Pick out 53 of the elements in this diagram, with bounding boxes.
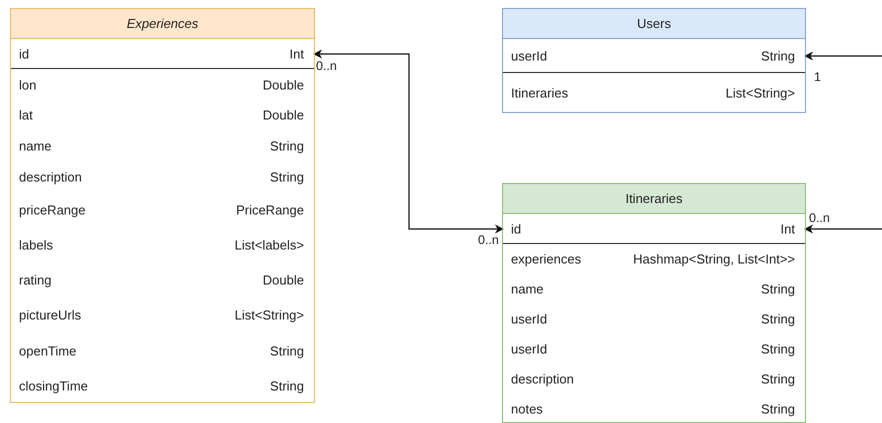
field-type: String <box>761 342 795 356</box>
field-type: String <box>761 372 795 386</box>
field-type: String <box>270 343 304 358</box>
field-name: experiences <box>511 252 582 266</box>
field-type: Int <box>780 221 795 236</box>
field-type: String <box>761 312 795 326</box>
field-name: rating <box>19 272 52 287</box>
multiplicity-label: 0..n <box>478 233 499 247</box>
field-type: Double <box>262 272 304 287</box>
entity-table <box>502 8 806 113</box>
field-name: pictureUrls <box>19 308 82 322</box>
field-name: userId <box>511 342 548 356</box>
field-type: String <box>761 401 795 416</box>
field-name: Itineraries <box>511 86 568 100</box>
field-type: Double <box>262 108 304 122</box>
table-title: Users <box>503 9 805 39</box>
field-type: Hashmap<String, List<Int>> <box>633 252 795 266</box>
multiplicity-label: 1 <box>814 70 821 84</box>
field-name: priceRange <box>19 202 86 217</box>
field-name: name <box>511 282 544 296</box>
field-name: notes <box>511 401 543 416</box>
field-name: description <box>19 169 82 184</box>
field-name: labels <box>19 237 53 252</box>
connector-arrow <box>804 224 882 234</box>
table-title: Experiences <box>11 9 314 39</box>
field-name: name <box>19 138 52 153</box>
field-type: String <box>270 378 304 393</box>
entity-table <box>10 8 315 403</box>
multiplicity-label: 0..n <box>316 59 337 73</box>
field-type: String <box>761 48 795 63</box>
field-type: List<String> <box>234 308 304 322</box>
field-name: lat <box>19 108 33 122</box>
field-type: PriceRange <box>236 202 304 217</box>
field-name: userId <box>511 48 548 63</box>
field-name: openTime <box>19 343 76 358</box>
field-type: String <box>761 282 795 296</box>
connector-arrow <box>313 50 504 234</box>
entity-table <box>502 183 806 423</box>
field-name: id <box>511 221 522 236</box>
field-name: id <box>19 46 30 61</box>
connector-arrow <box>804 52 882 60</box>
field-name: userId <box>511 312 548 326</box>
field-type: List<labels> <box>234 237 304 252</box>
field-name: description <box>511 372 574 386</box>
field-name: closingTime <box>19 378 88 393</box>
multiplicity-label: 0..n <box>809 211 830 225</box>
field-type: String <box>270 138 304 153</box>
field-type: List<String> <box>726 86 795 100</box>
field-name: lon <box>19 77 36 92</box>
field-type: Double <box>262 77 304 92</box>
table-title: Itineraries <box>503 184 805 214</box>
field-type: String <box>270 169 304 184</box>
field-type: Int <box>290 46 304 61</box>
